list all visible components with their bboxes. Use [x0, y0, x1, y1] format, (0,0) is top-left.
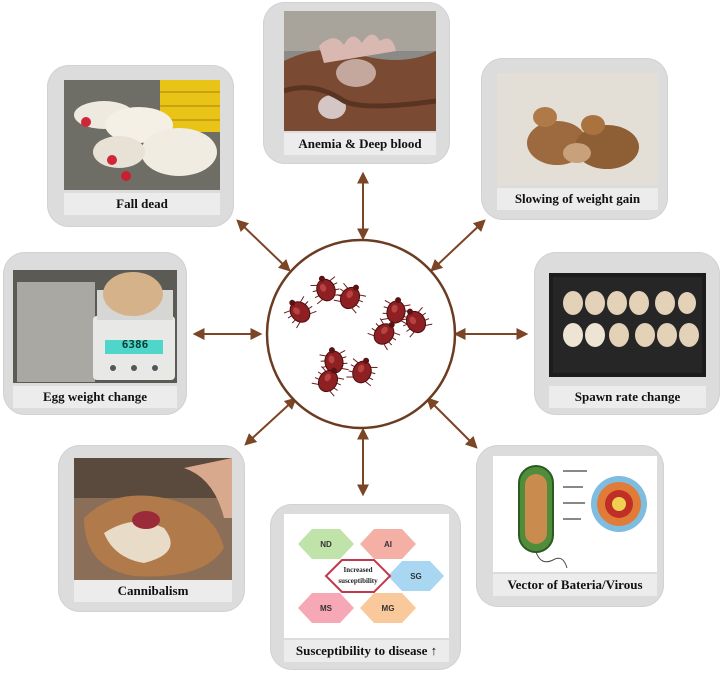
card-cannibalism: Cannibalism — [58, 445, 245, 612]
card-susceptibility: ND AI SG MS MG Increased susceptibility Suscep… — [270, 504, 461, 670]
mite — [346, 357, 378, 387]
hexagon-label: SG — [410, 572, 422, 581]
hexagon-sg — [388, 561, 444, 591]
hexagon-ms — [298, 593, 354, 623]
mite — [367, 318, 401, 351]
scale-reading: 6386 — [121, 338, 149, 351]
hexagon-label: ND — [320, 540, 332, 549]
card-caption: Spawn rate change — [549, 386, 706, 408]
card-caption: Cannibalism — [74, 580, 232, 602]
hexagon-label: MS — [320, 604, 333, 613]
arrow-vector — [426, 397, 478, 449]
mite — [333, 282, 367, 314]
hexagon-label: AI — [384, 540, 392, 549]
bacteria-virus-diagram — [493, 456, 657, 572]
card-egg-weight: 6386 Egg weight change — [3, 252, 187, 415]
hexagon-center-label: susceptibility — [338, 577, 378, 585]
hexagon-center — [324, 559, 392, 593]
card-caption: Fall dead — [64, 193, 220, 215]
mite — [381, 297, 411, 325]
hexagon-ai — [360, 529, 416, 559]
arrow-weight-gain — [430, 219, 486, 272]
card-spawn-rate: Spawn rate change — [534, 252, 720, 415]
mite — [311, 365, 345, 397]
card-caption: Anemia & Deep blood — [284, 133, 436, 155]
card-weight-gain: Slowing of weight gain — [481, 58, 668, 220]
hexagon-center-label: Increased — [343, 566, 372, 574]
pecked-hen-photo — [74, 458, 232, 580]
egg-tray-photo — [549, 273, 706, 377]
red-mites-illustration — [283, 275, 433, 397]
stunted-chicks-photo — [497, 73, 658, 185]
mite — [310, 275, 342, 305]
card-vector: Vector of Bateria/Virous — [476, 445, 664, 607]
card-caption: Egg weight change — [13, 386, 177, 408]
mite — [283, 296, 317, 329]
dead-broiler-chickens-photo — [64, 80, 220, 190]
arrow-fall-dead — [236, 219, 291, 272]
hexagon-mg — [360, 593, 416, 623]
card-caption: Slowing of weight gain — [497, 188, 658, 210]
mite — [319, 347, 349, 375]
center-circle — [265, 238, 457, 430]
mite — [399, 306, 433, 338]
hen-pale-comb-photo — [284, 11, 436, 131]
disease-hexagon-diagram: ND AI SG MS MG Increased susceptibility — [284, 514, 449, 638]
card-caption: Vector of Bateria/Virous — [493, 574, 657, 596]
card-fall-dead: Fall dead — [47, 65, 234, 227]
card-anemia: Anemia & Deep blood — [263, 2, 450, 164]
egg-on-scale-photo: 6386 — [13, 270, 177, 383]
arrow-cannibalism — [244, 397, 297, 446]
hexagon-label: MG — [382, 604, 395, 613]
card-caption: Susceptibility to disease ↑ — [284, 640, 449, 662]
hexagon-nd — [298, 529, 354, 559]
